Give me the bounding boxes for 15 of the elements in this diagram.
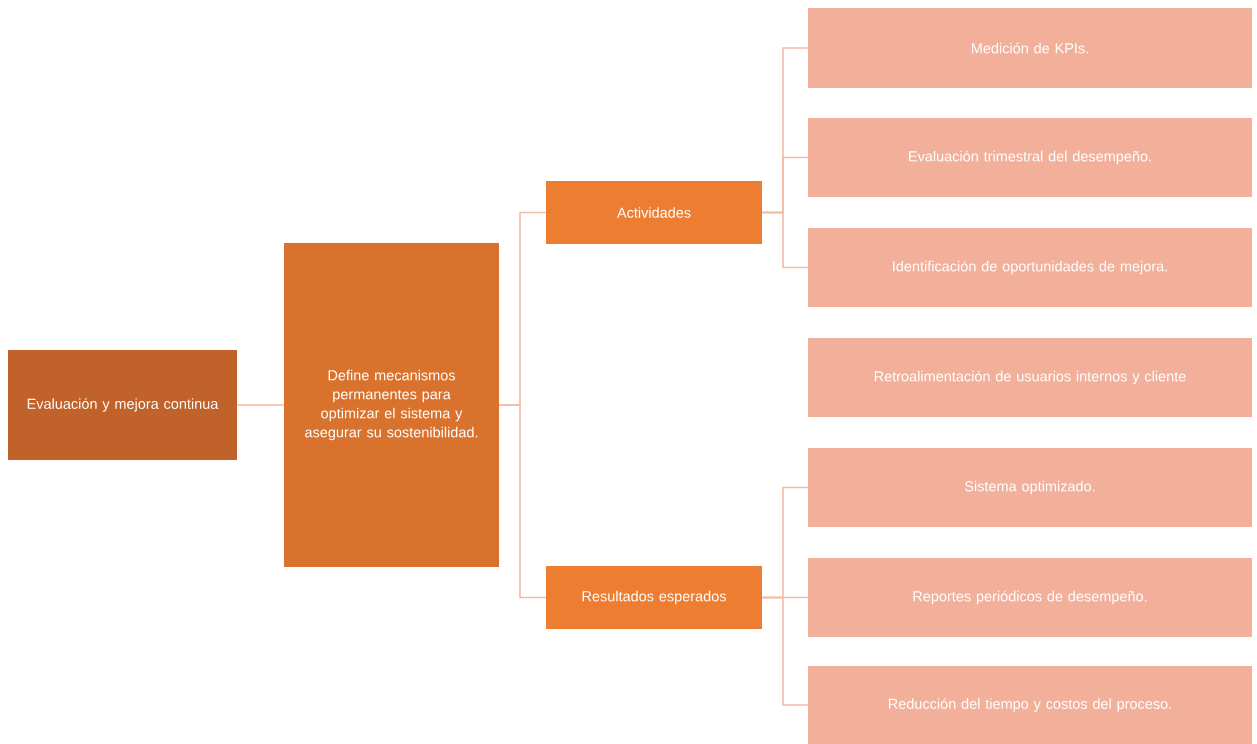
description-box: Define mecanismos permanentes para optimizar el sistema y asegurar su sostenibilidad.: [284, 243, 499, 567]
category-box: Resultados esperados: [546, 566, 762, 629]
category-box: Actividades: [546, 181, 762, 244]
item-box: Evaluación trimestral del desempeño.: [808, 118, 1252, 197]
connector-line: [236, 404, 285, 406]
topic-box: Evaluación y mejora continua: [8, 350, 237, 460]
connector-line: [498, 404, 547, 599]
item-box: Medición de KPIs.: [808, 8, 1252, 88]
connector-line: [761, 211, 809, 269]
item-box: Retroalimentación de usuarios internos y cliente: [808, 338, 1252, 417]
item-box: Identificación de oportunidades de mejora.: [808, 228, 1252, 307]
item-box: Reportes periódicos de desempeño.: [808, 558, 1252, 637]
item-box: Reducción del tiempo y costos del proceso.: [808, 666, 1252, 744]
item-box: Sistema optimizado.: [808, 448, 1252, 527]
connector-line: [761, 596, 809, 706]
